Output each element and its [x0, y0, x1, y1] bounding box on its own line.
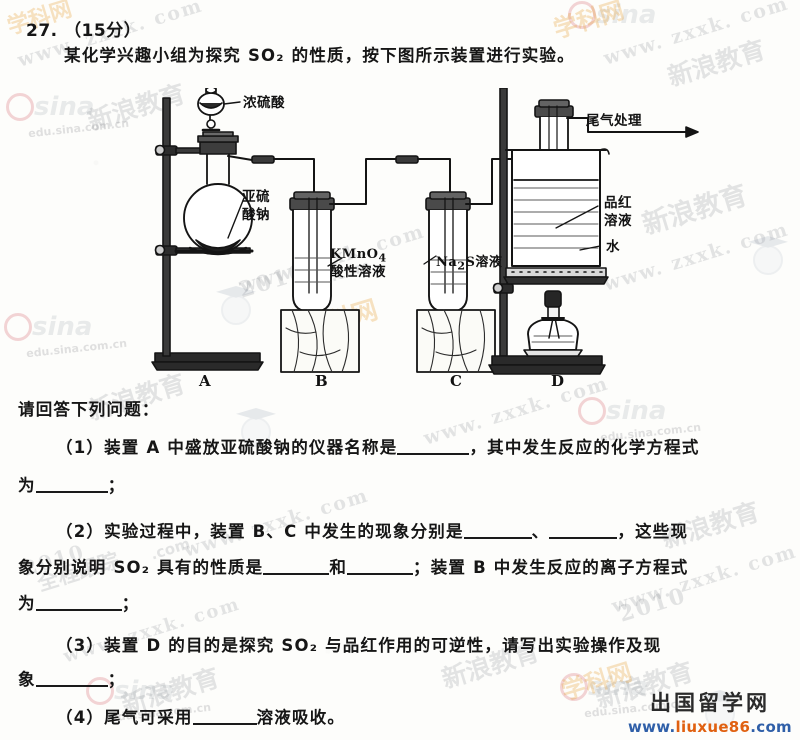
label-sodium-sulfite-line1: 亚硫: [242, 189, 270, 205]
label-water: 水: [606, 239, 620, 255]
q2-blank-3[interactable]: [263, 573, 330, 575]
question-1-line-2: 为；: [18, 476, 126, 495]
label-kmno4-acidic-solution: 酸性溶液: [330, 264, 386, 280]
question-3-line-2: 象；: [18, 670, 126, 689]
q2-text-g: 为: [18, 594, 36, 613]
site-url-suffix: .com: [750, 718, 792, 736]
q1-text-d: ；: [107, 476, 126, 495]
q2-text-h: ；: [121, 594, 140, 613]
q4-blank-1[interactable]: [192, 723, 257, 725]
question-2-line-1: （2）实验过程中，装置 B、C 中发生的现象分别是 、 ，这些现: [56, 522, 689, 541]
label-tail-gas-treatment: 尾气处理: [586, 113, 642, 129]
question-number-heading: 27. （15分）: [26, 16, 141, 41]
q2-text-f: ；装置 B 中发生反应的离子方程式: [413, 558, 689, 577]
site-url-prefix: www.: [627, 718, 676, 736]
label-fuchsin-line2: 溶液: [604, 213, 632, 229]
site-url-highlight: liuxue86: [675, 718, 751, 736]
question-points: （15分）: [64, 21, 142, 41]
apparatus-letter-c: C: [450, 372, 463, 390]
site-name-cn: 出国留学网: [649, 691, 770, 715]
q1-number: （1）: [56, 438, 105, 457]
apparatus-svg: [151, 86, 699, 375]
q2-text-c: ，这些现: [617, 522, 689, 541]
label-kmno4-formula: KMnO4: [330, 248, 387, 264]
na2s-text: Na: [436, 255, 458, 270]
q4-text-b: 溶液吸收。: [256, 708, 346, 727]
site-logo[interactable]: 出国留学网 www.liuxue86.com: [628, 687, 792, 736]
q3-text-b: 象: [18, 670, 36, 689]
q1-text-b: ，其中发生反应的化学方程式: [469, 438, 700, 457]
q3-text-a: 装置 D 的目的是探究 SO₂ 与品红作用的可逆性，请写出实验操作及现: [104, 636, 662, 655]
q2-text-b: 、: [531, 522, 550, 541]
q2-blank-5[interactable]: [35, 609, 122, 611]
question-2-line-3: 为；: [18, 594, 140, 613]
kmno4-text: KMnO: [330, 247, 379, 262]
question-number-dot: .: [50, 21, 58, 41]
label-fuchsin-line1: 品红: [604, 195, 632, 211]
question-1-line-1: （1）装置 A 中盛放亚硫酸钠的仪器名称是 ，其中发生反应的化学方程式: [56, 438, 700, 457]
apparatus-letter-b: B: [315, 372, 329, 390]
label-na2s-solution: Na2S溶液: [436, 256, 502, 272]
question-number: 27: [26, 21, 51, 41]
q2-number: （2）: [56, 522, 105, 541]
experiment-apparatus-diagram: 浓硫酸 亚硫 酸钠 KMnO4 酸性溶液 Na2S溶液 尾气处理 品红 溶液 水…: [0, 86, 800, 393]
question-3-line-1: （3）装置 D 的目的是探究 SO₂ 与品红作用的可逆性，请写出实验操作及现: [56, 636, 662, 655]
q3-number: （3）: [56, 636, 105, 655]
q2-text-d: 象分别说明 SO₂ 具有的性质是: [18, 558, 264, 577]
q1-blank-1[interactable]: [397, 453, 470, 455]
q2-text-a: 实验过程中，装置 B、C 中发生的现象分别是: [104, 522, 464, 541]
label-concentrated-sulfuric-acid: 浓硫酸: [243, 95, 285, 111]
q1-blank-2[interactable]: [35, 491, 108, 493]
kmno4-subscript: 4: [378, 251, 387, 265]
apparatus-letter-a: A: [199, 372, 212, 390]
apparatus-letter-d: D: [551, 372, 565, 390]
na2s-subscript: 2: [457, 259, 466, 273]
q4-number: （4）: [56, 708, 105, 727]
q3-text-c: ；: [107, 670, 126, 689]
question-intro-text: 某化学兴趣小组为探究 SO₂ 的性质，按下图所示装置进行实验。: [64, 46, 575, 65]
q3-blank-1[interactable]: [35, 685, 108, 687]
q2-blank-2[interactable]: [549, 537, 618, 539]
question-4-line-1: （4）尾气可采用 溶液吸收。: [56, 708, 346, 727]
q2-text-e: 和: [329, 558, 348, 577]
q2-blank-4[interactable]: [347, 573, 414, 575]
na2s-suffix: S溶液: [465, 255, 503, 270]
site-url: www.liuxue86.com: [628, 718, 792, 736]
q2-blank-1[interactable]: [463, 537, 532, 539]
q1-text-c: 为: [18, 476, 36, 495]
q1-text-a: 装置 A 中盛放亚硫酸钠的仪器名称是: [104, 438, 398, 457]
label-sodium-sulfite-line2: 酸钠: [242, 207, 270, 223]
question-2-line-2: 象分别说明 SO₂ 具有的性质是 和 ；装置 B 中发生反应的离子方程式: [18, 558, 689, 577]
answer-prompt: 请回答下列问题：: [18, 400, 160, 419]
q4-text-a: 尾气可采用: [104, 708, 193, 727]
